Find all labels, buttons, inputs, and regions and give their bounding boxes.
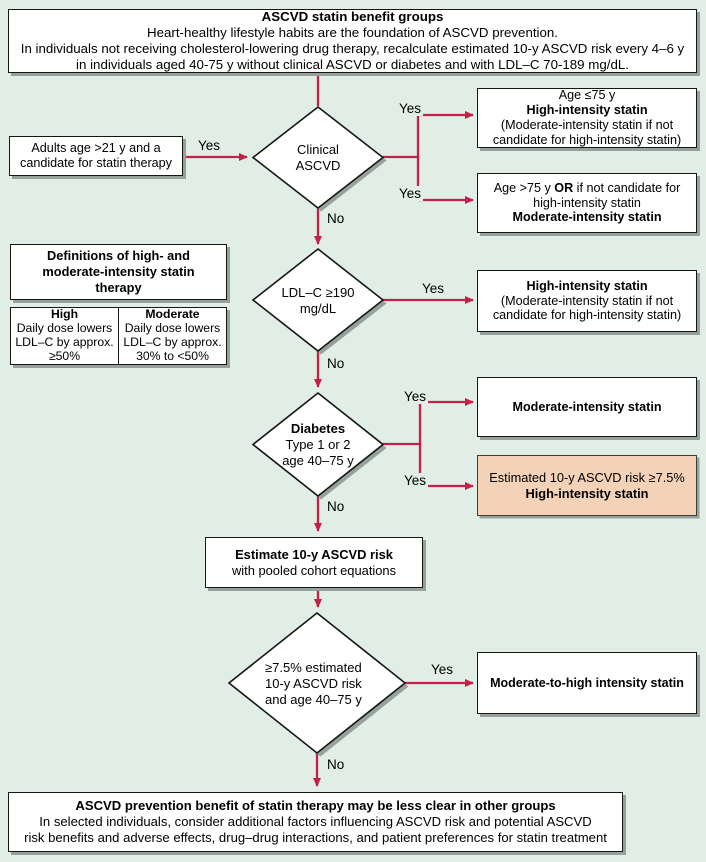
outcome-moderate-intensity-text: Moderate-intensity statin [512, 399, 662, 414]
yes-label-risk: Yes [429, 662, 456, 677]
yes-label-diabetes-bottom: Yes [402, 473, 429, 488]
yes-label-start: Yes [196, 138, 223, 153]
diabetes-diamond [251, 391, 387, 500]
no-label-ldl: No [325, 356, 347, 371]
bottom-banner-text: ASCVD prevention benefit of statin thera… [24, 798, 607, 845]
no-label-diabetes: No [325, 499, 347, 514]
outcome-estimated-risk-text: Estimated 10-y ASCVD risk ≥7.5%High-inte… [489, 470, 685, 501]
outcome-mod-to-high-text: Moderate-to-high intensity statin [490, 675, 684, 690]
outcome-high-intensity-text: High-intensity statin(Moderate-intensity… [492, 278, 682, 323]
no-label-clinical: No [325, 211, 347, 226]
yes-label-ldl: Yes [420, 281, 447, 296]
outcome-moderate-intensity-box: Moderate-intensity statin [477, 377, 697, 437]
no-label-risk: No [325, 757, 347, 772]
clinical-ascvd-diamond [251, 105, 387, 212]
outcome-high-intensity-box: High-intensity statin(Moderate-intensity… [477, 270, 697, 332]
bottom-banner: ASCVD prevention benefit of statin thera… [8, 792, 623, 852]
yes-label-diabetes-top: Yes [402, 389, 429, 404]
ldl-diamond [251, 247, 387, 355]
outcome-mod-to-high-box: Moderate-to-high intensity statin [477, 652, 697, 714]
risk-diamond [227, 611, 409, 757]
yes-label-clinical-bottom: Yes [397, 186, 424, 201]
outcome-estimated-risk-box: Estimated 10-y ASCVD risk ≥7.5%High-inte… [477, 455, 697, 516]
yes-label-clinical-top: Yes [397, 101, 424, 116]
